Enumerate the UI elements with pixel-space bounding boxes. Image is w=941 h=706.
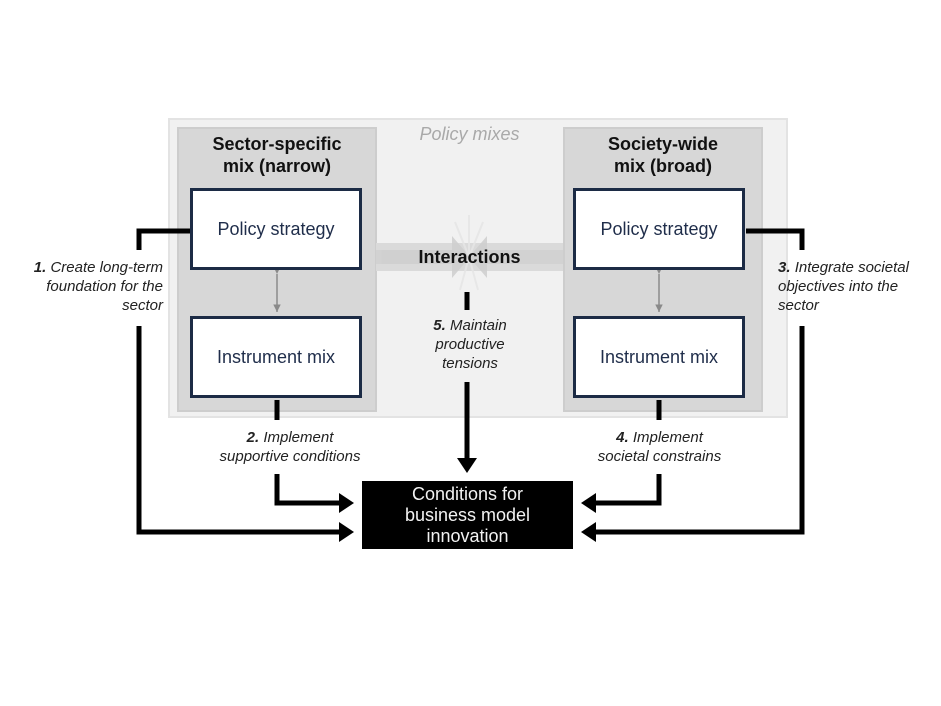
pathway-2-label: 2. Implement supportive conditions <box>205 428 375 466</box>
pathway-number: 2. <box>246 429 260 446</box>
pathway-text: Create long-term <box>50 259 163 276</box>
pathway-number: 4. <box>616 429 629 446</box>
box-label: Instrument mix <box>599 346 719 367</box>
box-label: Instrument mix <box>216 346 336 367</box>
interaction-burst-icon <box>376 215 563 291</box>
pathway-2-arrow <box>274 474 354 513</box>
pathway-text: sector <box>122 297 163 314</box>
title-line: Sector-specific <box>212 134 342 154</box>
outcome-text: business model <box>404 504 531 525</box>
pathway-text: objectives into the <box>778 278 899 295</box>
left-policy-strategy-box: Policy strategy <box>190 188 362 270</box>
sector-specific-mix-title: Sector-specific mix (narrow) <box>177 133 377 177</box>
pathway-3-label: 3. Integrate societal objectives into th… <box>778 258 941 315</box>
right-policy-strategy-box: Policy strategy <box>573 188 745 270</box>
pathway-3-connector <box>746 228 805 250</box>
pathway-number: 5. <box>433 317 446 334</box>
pathway-text: Maintain <box>449 317 507 334</box>
outcome-text: innovation <box>426 525 509 546</box>
outcome-text: Conditions for <box>411 483 524 504</box>
pathway-number: 1. <box>33 259 47 276</box>
pathway-text: Integrate societal <box>794 259 909 276</box>
pathway-4-label: 4. Implement societal constrains <box>572 428 747 466</box>
business-model-innovation-box: Conditions for business model innovation <box>362 481 573 549</box>
pathway-text: Implement <box>632 429 703 446</box>
title-line: mix (narrow) <box>222 156 332 176</box>
pathway-text: sector <box>778 297 819 314</box>
society-wide-mix-title: Society-wide mix (broad) <box>563 133 763 177</box>
title-line: Society-wide <box>607 134 719 154</box>
pathway-1-connector <box>136 228 190 250</box>
pathway-number: 3. <box>778 259 791 276</box>
left-instrument-mix-box: Instrument mix <box>190 316 362 398</box>
pathway-text: productive <box>435 336 505 353</box>
policy-mixes-title: Policy mixes <box>419 124 520 144</box>
pathway-5-label: 5. Maintain productive tensions <box>400 316 540 373</box>
pathway-1-arrow <box>136 326 354 542</box>
pathway-4-arrow <box>581 474 662 513</box>
box-label: Policy strategy <box>217 218 335 239</box>
title-line: mix (broad) <box>613 156 712 176</box>
right-instrument-mix-box: Instrument mix <box>573 316 745 398</box>
pathway-text: Implement <box>263 429 334 446</box>
pathway-text: foundation for the <box>46 278 163 295</box>
pathway-text: supportive conditions <box>219 448 361 465</box>
pathway-3-arrow <box>581 326 805 542</box>
pathway-text: tensions <box>442 355 498 372</box>
pathway-text: societal constrains <box>597 448 722 465</box>
interactions-label: Interactions <box>418 247 521 267</box>
box-label: Policy strategy <box>600 218 718 239</box>
pathway-1-label: 1. Create long-term foundation for the s… <box>0 258 163 315</box>
